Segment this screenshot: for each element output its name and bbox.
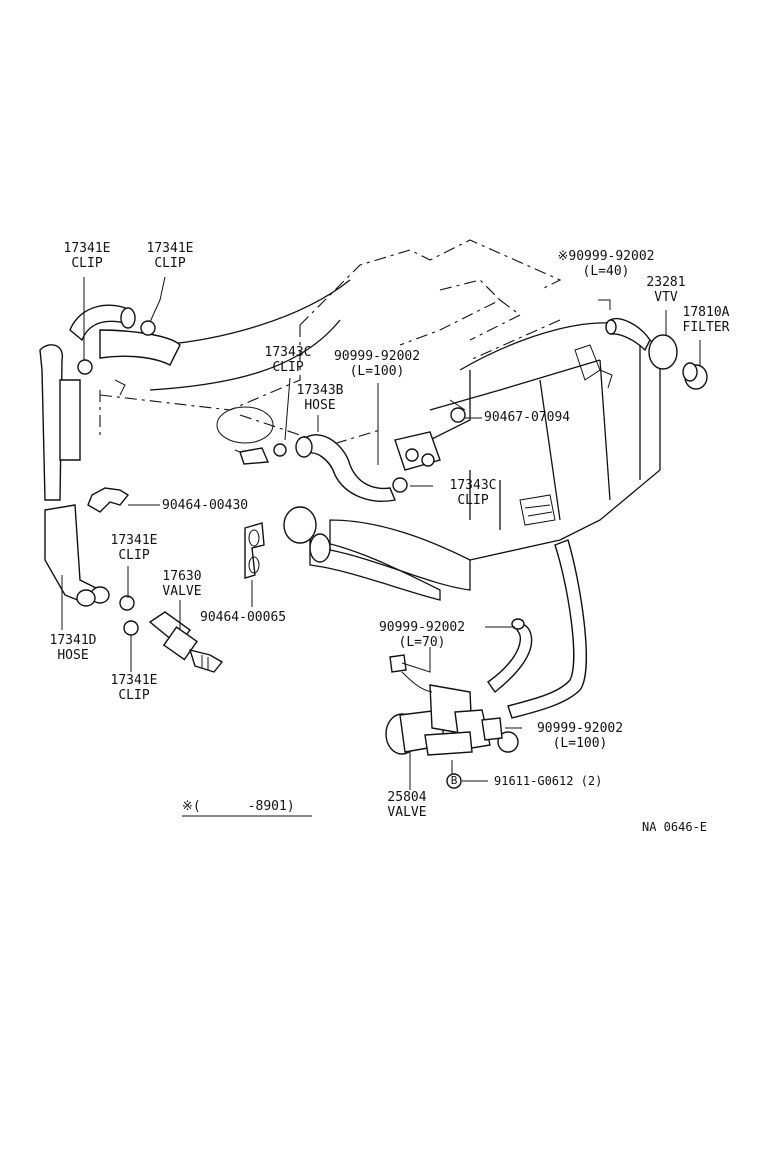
- vtv-filter-group: [574, 318, 708, 390]
- part-number: 90999-92002: [378, 620, 466, 635]
- label-clip-b: 17341E CLIP: [140, 241, 200, 271]
- part-number: 17343B: [296, 383, 344, 398]
- part-name: CLIP: [71, 256, 103, 271]
- label-clip-c: 17343C CLIP: [256, 345, 320, 375]
- label-filter: 17810A FILTER: [670, 305, 742, 335]
- part-number: ※90999-92002: [557, 249, 655, 264]
- clamp-00430: [87, 487, 130, 513]
- part-name: VTV: [654, 290, 678, 305]
- label-hose-70: 90999-92002 (L=70): [366, 620, 478, 650]
- part-number: 90999-92002: [333, 349, 421, 364]
- hose-length: (L=100): [552, 736, 608, 751]
- diagram-code: NA 0646-E: [642, 820, 708, 834]
- part-number: 17343C: [264, 345, 312, 360]
- clip-marks-left: [77, 320, 156, 636]
- part-number: 17341D: [49, 633, 97, 648]
- label-hose-100b: 90999-92002 (L=100): [522, 721, 638, 751]
- label-bolt: 90467-07094: [484, 410, 571, 425]
- part-number: 17341E: [110, 533, 158, 548]
- hose-l70: [487, 618, 533, 694]
- part-name: CLIP: [118, 548, 150, 563]
- hose-length: (L=70): [398, 635, 446, 650]
- clamp-00065: [244, 522, 265, 579]
- part-number: 17341E: [63, 241, 111, 256]
- part-name: VALVE: [387, 805, 427, 820]
- part-name: HOSE: [304, 398, 336, 413]
- label-clip-d: 17343C CLIP: [436, 478, 510, 508]
- hose-17343b: [239, 434, 408, 502]
- label-valve-a: 17630 VALVE: [150, 569, 214, 599]
- valve-17630: [148, 611, 224, 673]
- label-clip-f: 17341E CLIP: [102, 673, 166, 703]
- part-number: 17341E: [146, 241, 194, 256]
- part-number: 25804: [387, 790, 427, 805]
- label-valve-b: 25804 VALVE: [374, 790, 440, 820]
- throttle-body: [394, 399, 466, 471]
- part-name: CLIP: [118, 688, 150, 703]
- label-clamp-b: 90464-00065: [200, 610, 287, 625]
- part-number: 17810A: [682, 305, 730, 320]
- label-star-hose: ※90999-92002 (L=40): [538, 249, 674, 279]
- part-name: CLIP: [272, 360, 304, 375]
- part-number: 17630: [162, 569, 202, 584]
- applicability-note: ※( -8901): [182, 799, 295, 814]
- intake-manifold: [283, 322, 661, 601]
- label-clip-a: 17341E CLIP: [57, 241, 117, 271]
- part-number: 23281: [646, 275, 686, 290]
- hose-length: (L=100): [349, 364, 405, 379]
- part-name: VALVE: [162, 584, 202, 599]
- label-clamp-a: 90464-00430: [162, 498, 249, 513]
- left-hose-assembly: [39, 304, 181, 607]
- leader-lines: [61, 276, 701, 817]
- part-name: FILTER: [682, 320, 730, 335]
- valve-25804: [385, 654, 519, 775]
- label-hose-b: 17343B HOSE: [288, 383, 352, 413]
- bolt-marker: B: [450, 774, 458, 787]
- part-name: CLIP: [457, 493, 489, 508]
- part-number: 17341E: [110, 673, 158, 688]
- label-vtv: 23281 VTV: [636, 275, 696, 305]
- part-name: CLIP: [154, 256, 186, 271]
- part-name: HOSE: [57, 648, 89, 663]
- hose-l100b: [507, 539, 587, 719]
- label-hose-d: 17341D HOSE: [38, 633, 108, 663]
- hose-length: (L=40): [582, 264, 630, 279]
- label-bolt-b: 91611-G0612 (2): [494, 774, 603, 788]
- label-hose-100: 90999-92002 (L=100): [322, 349, 432, 379]
- part-number: 90999-92002: [536, 721, 624, 736]
- label-clip-e: 17341E CLIP: [102, 533, 166, 563]
- part-number: 17343C: [449, 478, 497, 493]
